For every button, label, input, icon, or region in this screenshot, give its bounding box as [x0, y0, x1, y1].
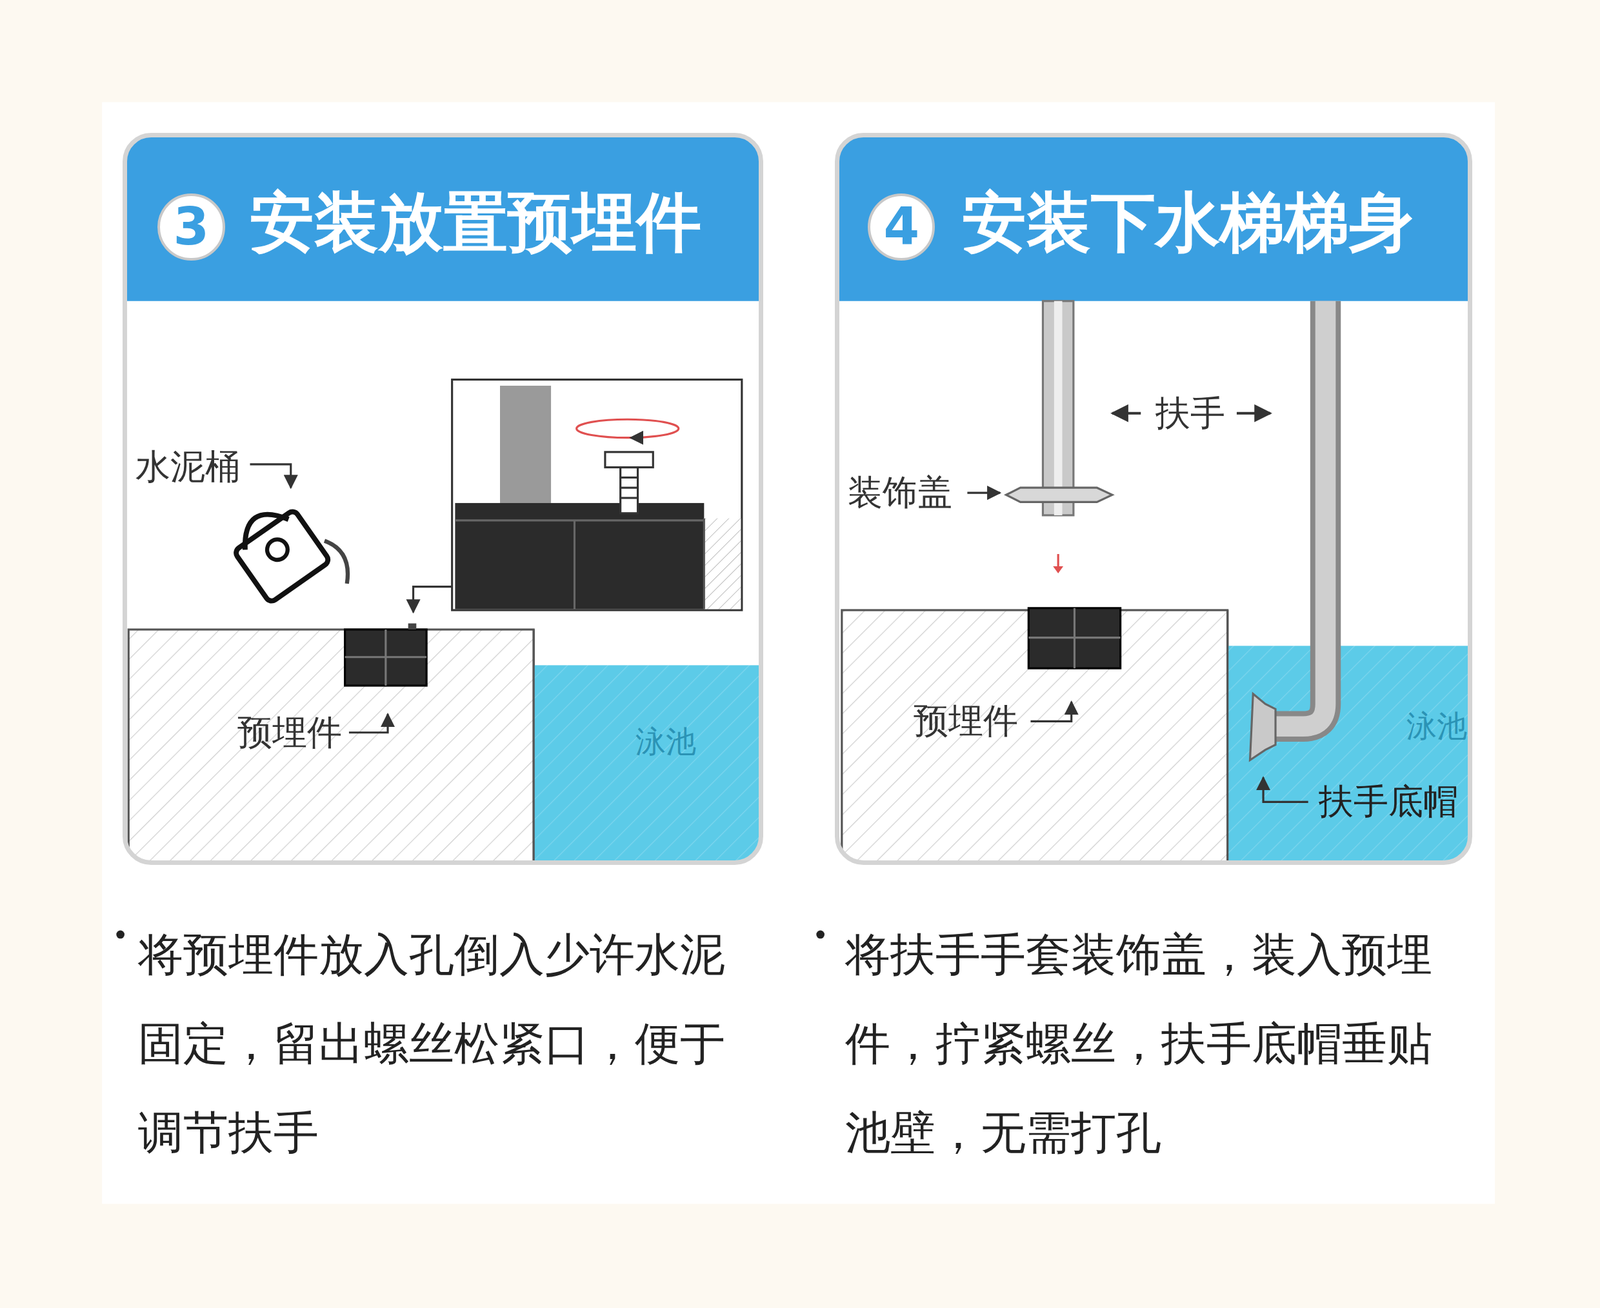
- step-title: 安装放置预埋件: [249, 187, 702, 259]
- panel-4-art: [836, 134, 1471, 864]
- step-title: 安装下水梯梯身: [961, 187, 1414, 259]
- part-label: 泳池: [632, 725, 699, 759]
- step-caption: 将预埋件放入孔倒入少许水泥固定，留出螺丝松紧口，便于调节扶手: [138, 910, 766, 1178]
- part-label: 扶手: [1152, 394, 1228, 433]
- bullet: [816, 930, 825, 940]
- part-label: 水泥桶: [132, 448, 243, 487]
- panel-3-art: [124, 134, 762, 864]
- part-label: 装饰盖: [845, 473, 955, 512]
- step-number: 4: [867, 193, 935, 261]
- bullet: [116, 930, 125, 940]
- step-number-text: 4: [883, 201, 920, 253]
- part-label: 扶手底帽: [1316, 782, 1461, 821]
- card: [101, 101, 1495, 1204]
- step-caption: 将扶手手套装饰盖，装入预埋件，拧紧螺丝，扶手底帽垂贴池壁，无需打孔: [845, 910, 1473, 1178]
- part-label: 预埋件: [234, 713, 345, 752]
- part-label: 泳池: [1403, 709, 1470, 744]
- part-label: 预埋件: [910, 702, 1021, 741]
- step-number: 3: [157, 193, 225, 261]
- step-number-text: 3: [173, 201, 210, 253]
